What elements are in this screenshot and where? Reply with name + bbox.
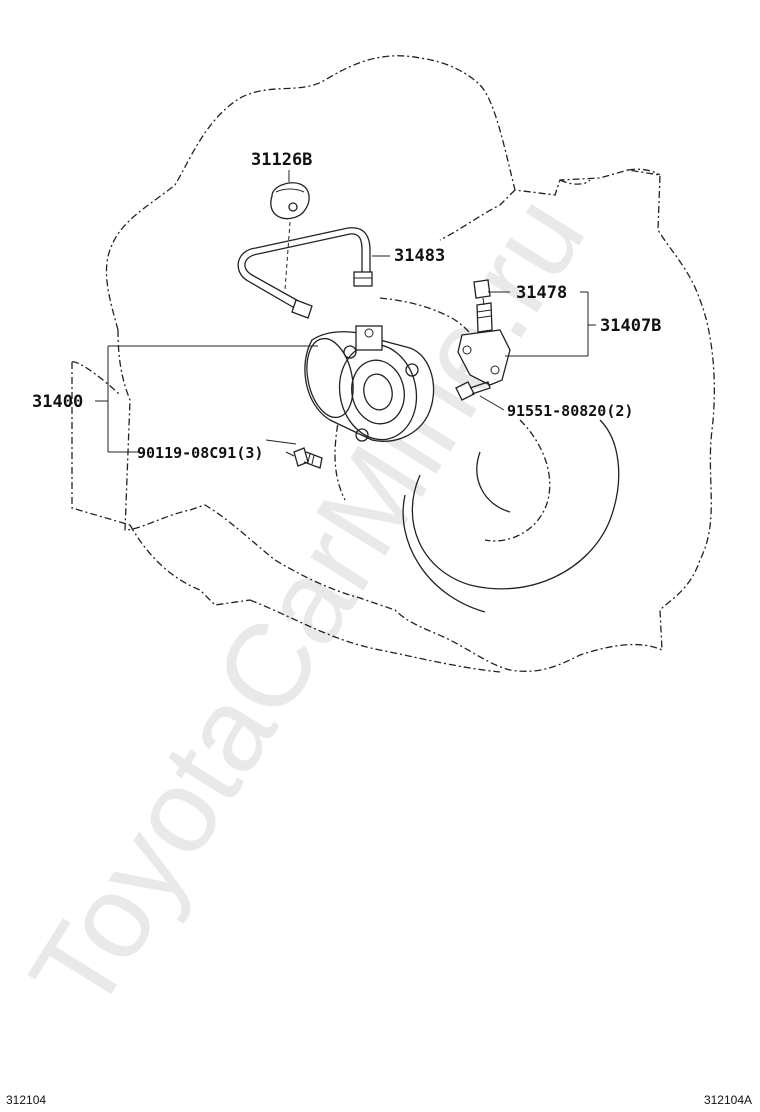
label-31126b: 31126B: [251, 150, 312, 170]
label-31407b: 31407B: [600, 316, 661, 336]
label-31478: 31478: [516, 283, 567, 303]
label-31483: 31483: [394, 246, 445, 266]
bleeder-fitting-assembly[interactable]: [457, 279, 511, 386]
clutch-tube-part[interactable]: [237, 227, 390, 319]
release-cylinder-assembly[interactable]: [300, 325, 435, 447]
label-91551: 91551-80820(2): [507, 402, 633, 420]
grommet-part[interactable]: [270, 170, 310, 291]
leader-lines: [95, 291, 596, 457]
housing-interior-arcs: [402, 419, 620, 613]
bolt-90119[interactable]: [293, 447, 323, 469]
bolt-91551[interactable]: [455, 381, 491, 401]
label-31400: 31400: [32, 392, 83, 412]
watermark-text: ToyotaCarMine.ru: [5, 174, 610, 1034]
footer-left-code: 312104: [6, 1093, 46, 1107]
footer-right-code: 312104A: [704, 1093, 752, 1107]
label-90119: 90119-08C91(3): [137, 444, 263, 462]
